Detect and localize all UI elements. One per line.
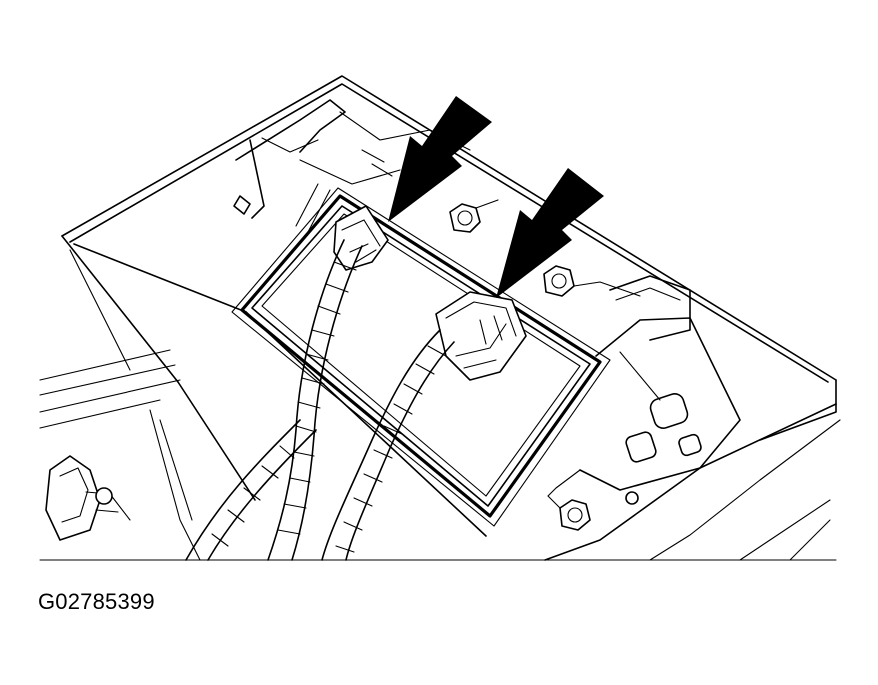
figure-id-label: G02785399 [38, 589, 155, 614]
housing-outline [39, 75, 841, 561]
connector-a [333, 205, 389, 271]
connector-b [435, 291, 527, 381]
pointer-arrow-right [496, 168, 604, 298]
lower-left-clip [45, 455, 131, 541]
nut-right [543, 265, 641, 297]
wiring-harness [185, 239, 455, 561]
pointer-arrow-left [388, 96, 492, 222]
right-bracket [547, 275, 741, 505]
module-tray [231, 187, 611, 527]
nut-lower [547, 495, 591, 531]
nut-upper [449, 199, 499, 233]
